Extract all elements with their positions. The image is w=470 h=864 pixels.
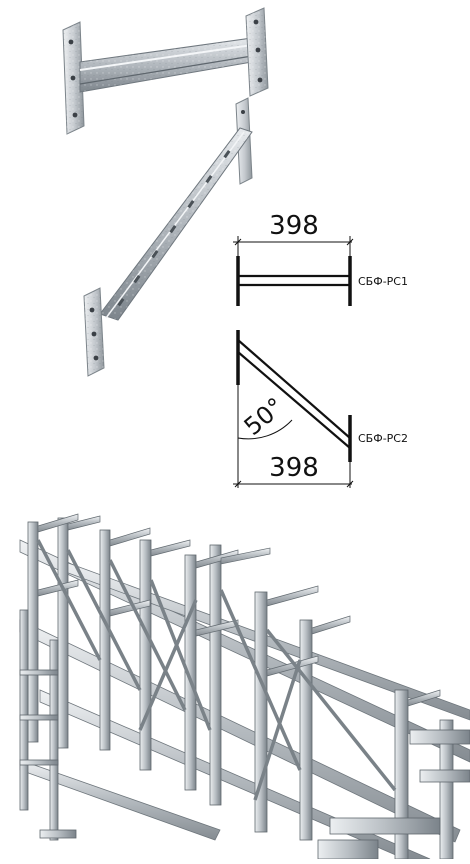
frame-end-right xyxy=(317,729,470,860)
drawing-rc2 xyxy=(233,330,354,488)
frame-braces xyxy=(36,539,397,801)
illustration-svg: 398 СБФ-РС1 50° 398 СБФ-РС2 xyxy=(62,7,408,488)
rc1-label: СБФ-РС1 xyxy=(358,275,408,288)
frame-structure-render xyxy=(0,500,470,860)
rc1-dimension: 398 xyxy=(269,211,319,241)
rc2-angle: 50° xyxy=(239,392,290,441)
rc2-label: СБФ-РС2 xyxy=(358,432,408,445)
frame-arms xyxy=(37,513,441,707)
frame-svg xyxy=(0,500,470,860)
rc2-dimension: 398 xyxy=(269,453,319,483)
product-illustration: 398 СБФ-РС1 50° 398 СБФ-РС2 xyxy=(62,7,408,488)
frame-rails xyxy=(19,539,470,860)
drawing-rc1 xyxy=(233,236,354,306)
bracket-rc1-render xyxy=(62,7,269,135)
bracket-rc2-render xyxy=(83,97,253,377)
frame-end-left xyxy=(19,609,77,841)
